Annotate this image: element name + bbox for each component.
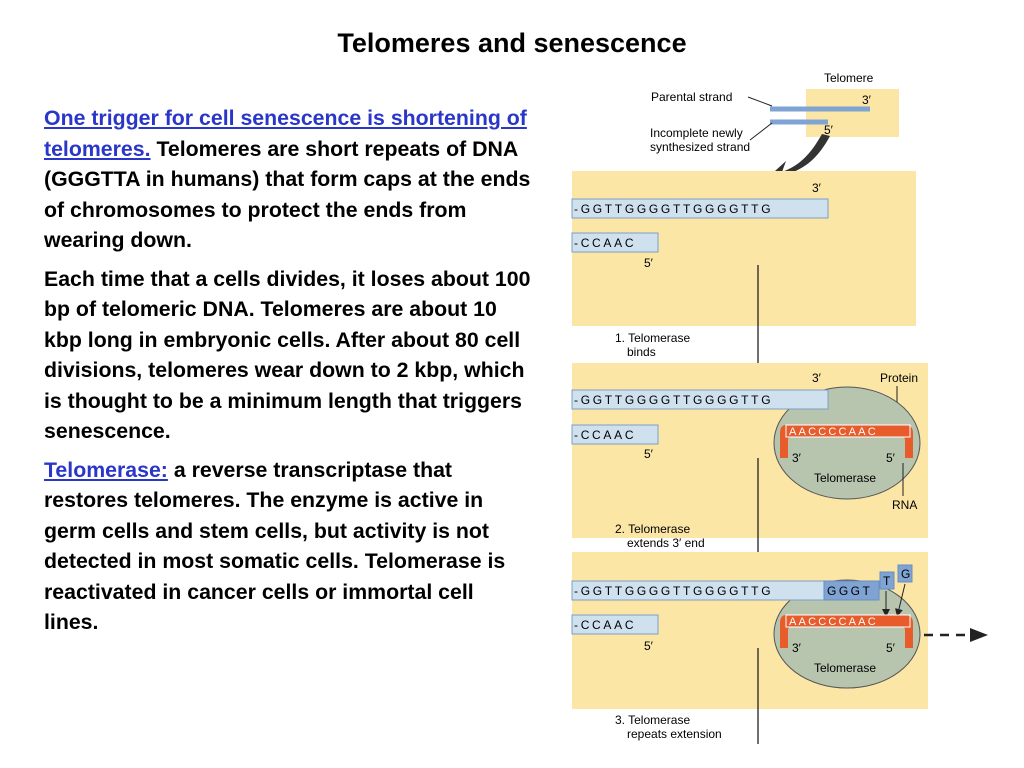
parental-leader-line (747, 96, 773, 107)
p3-bottom-strand: -CCAAC (574, 618, 636, 632)
p1-3prime: 3′ (812, 181, 822, 195)
inset-5prime-label: 5′ (824, 123, 834, 137)
paragraph-cell-division: Each time that a cells divides, it loses… (44, 264, 534, 447)
step2-label-line1: 2. Telomerase (615, 522, 690, 536)
p3-bottom-strand-box (571, 614, 659, 635)
p3-new-g-box (897, 564, 913, 583)
p3-5prime: 5′ (644, 639, 654, 653)
p2-rna-label: RNA (892, 498, 917, 512)
inset-3prime-label: 3′ (862, 93, 872, 107)
p1-5prime: 5′ (644, 256, 654, 270)
p1-top-strand-box (571, 198, 829, 219)
step1-label-line2: binds (627, 345, 656, 359)
continuation-arrowhead (970, 628, 988, 642)
paragraph-telomerase: Telomerase: a reverse transcriptase that… (44, 455, 534, 638)
p1-bottom-strand-box (571, 232, 659, 253)
p3-telomerase-label: Telomerase (814, 661, 876, 675)
incomplete-label-line2: synthesized strand (650, 140, 750, 154)
incomplete-leader-line (749, 122, 773, 141)
p2-bottom-strand: -CCAAC (574, 428, 636, 442)
p2-rna-template-box (785, 424, 911, 438)
p3-rna-template-shape (780, 615, 913, 648)
paragraph-cell-division-text: Each time that a cells divides, it loses… (44, 266, 531, 444)
p2-telomerase-enzyme (773, 386, 921, 500)
p2-protein-label: Protein (880, 371, 918, 385)
step3-label-line1: 3. Telomerase (615, 713, 690, 727)
paragraph-telomerase-text: a reverse transcriptase that restores te… (44, 457, 506, 635)
p2-rna-5prime: 5′ (886, 451, 896, 465)
telomere-inset (806, 89, 899, 137)
p3-extension: GGGT (827, 584, 872, 598)
p3-top-strand: -GGTTGGGGTTGGGGTTG (574, 584, 773, 598)
telomere-figure: Telomere 3′ 5′ Parental strand Incomplet… (571, 71, 988, 744)
parental-strand-label: Parental strand (651, 90, 732, 104)
p2-top-strand-box (571, 389, 829, 410)
paragraph-telomeres-text: Telomeres are short repeats of DNA (GGGT… (44, 136, 531, 253)
p1-top-strand: -GGTTGGGGTTGGGGTTG (574, 202, 773, 216)
step1-label-line1: 1. Telomerase (615, 331, 690, 345)
p3-extension-box (823, 580, 880, 601)
telomere-label: Telomere (824, 71, 874, 85)
p2-rna-template: AACCCCAAC (789, 426, 878, 438)
p2-5prime: 5′ (644, 447, 654, 461)
p2-3prime: 3′ (812, 371, 822, 385)
step3-label-line2: repeats extension (627, 727, 722, 741)
p2-bottom-strand-box (571, 424, 659, 445)
p3-rna-template: AACCCCAAC (789, 616, 878, 628)
telomerase-link[interactable]: Telomerase: (44, 457, 168, 482)
p2-top-strand: -GGTTGGGGTTGGGGTTG (574, 393, 773, 407)
senescence-trigger-link[interactable]: One trigger for cell senescence is short… (44, 106, 527, 161)
page-title: Telomeres and senescence (337, 28, 687, 58)
p3-rna-template-box (785, 614, 911, 628)
p1-bottom-strand: -CCAAC (574, 236, 636, 250)
p3-rna-5prime: 5′ (886, 641, 896, 655)
p2-rna-template-shape (780, 425, 913, 458)
p3-new-t-box (879, 571, 895, 590)
curved-arrow (765, 134, 830, 182)
p3-new-g: G (901, 567, 910, 581)
text-column: One trigger for cell senescence is short… (44, 103, 534, 646)
p3-g-arrow (895, 583, 906, 617)
step2-label-line2: extends 3′ end (627, 536, 705, 550)
p2-rna-3prime: 3′ (792, 451, 802, 465)
p3-new-t: T (883, 574, 891, 588)
incomplete-label-line1: Incomplete newly (650, 126, 743, 140)
p3-telomerase-enzyme (773, 579, 921, 689)
p2-telomerase-label: Telomerase (814, 471, 876, 485)
paragraph-telomeres: One trigger for cell senescence is short… (44, 103, 534, 256)
p3-rna-3prime: 3′ (792, 641, 802, 655)
